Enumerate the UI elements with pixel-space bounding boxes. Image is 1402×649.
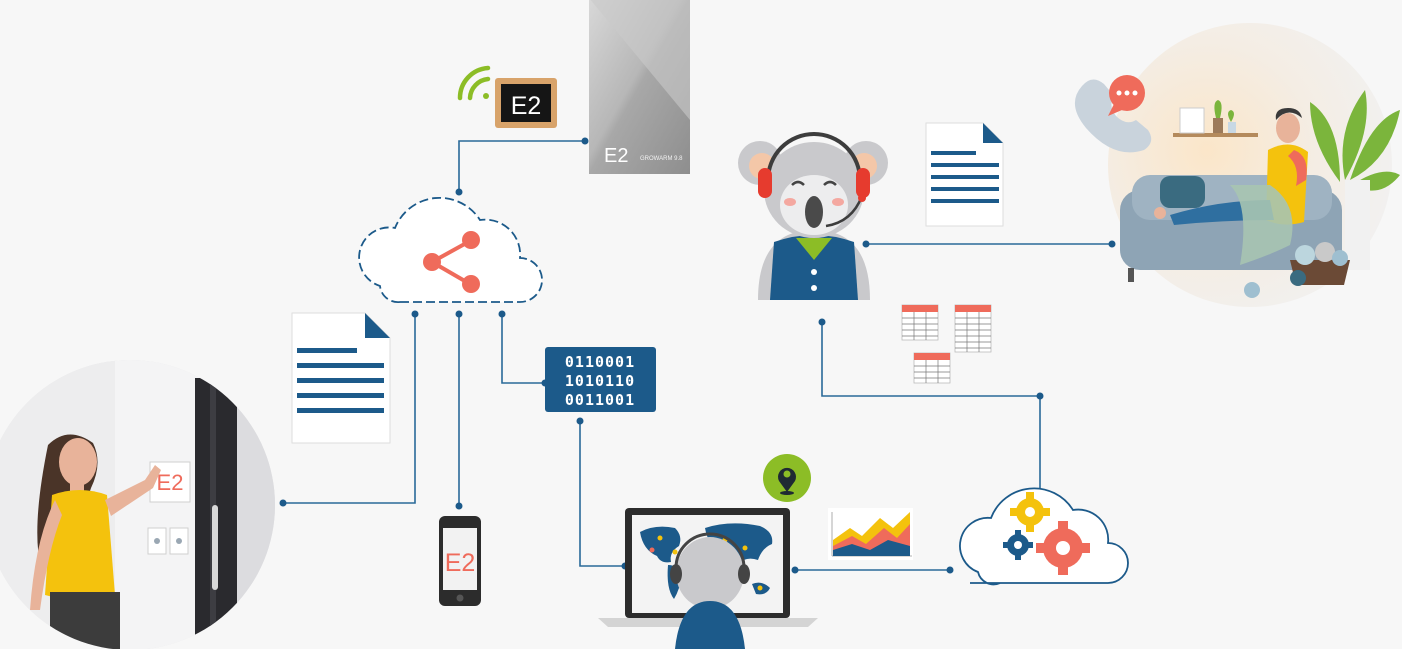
plant xyxy=(1310,90,1400,191)
phone-label: E2 xyxy=(445,549,476,577)
tablet-label: E2 xyxy=(511,92,542,120)
document-icon xyxy=(925,122,1004,227)
binary-data-icon: 0110001 1010110 0011001 xyxy=(545,347,656,412)
yarn-basket xyxy=(1244,242,1350,298)
share-icon xyxy=(423,231,480,293)
spreadsheet-icons xyxy=(901,304,992,384)
binary-line-1: 0110001 xyxy=(565,353,635,371)
cabinet-brand: GROWARM 9.8 xyxy=(640,156,683,162)
spreadsheet-icon xyxy=(901,304,939,341)
phone-handset-icon xyxy=(1074,79,1152,153)
chat-bubble-icon xyxy=(1108,75,1145,116)
woman-knitting xyxy=(1154,108,1308,265)
customer-scene xyxy=(1074,23,1400,307)
wifi-icon xyxy=(457,65,491,101)
document-icon xyxy=(291,312,391,444)
server-cabinet: E2 GROWARM 9.8 xyxy=(589,0,690,174)
line-cabinet-to-cloud xyxy=(458,140,585,192)
door-panel-label: E2 xyxy=(157,470,184,495)
phone-icon: E2 xyxy=(439,516,481,606)
koala-support-agent xyxy=(738,132,888,300)
door-scene: E2 xyxy=(0,360,275,649)
line-gears-to-agent xyxy=(821,322,1041,505)
spreadsheet-icon xyxy=(954,304,992,353)
line-door-to-cloud xyxy=(283,314,416,504)
gears-icon xyxy=(1003,492,1090,575)
spreadsheet-icon xyxy=(913,352,951,384)
area-chart-icon xyxy=(828,508,913,560)
location-pin-icon xyxy=(763,454,811,502)
cloud-gears xyxy=(959,487,1129,586)
connection-lines xyxy=(283,140,1112,571)
laptop-map xyxy=(598,508,818,649)
line-binary-to-laptop xyxy=(579,421,625,567)
cabinet-label: E2 xyxy=(604,145,628,167)
wall-tablet: E2 xyxy=(495,78,557,128)
cloud-share xyxy=(358,196,543,303)
koala-back-figure xyxy=(670,532,750,649)
line-cloud-to-binary xyxy=(501,314,545,384)
binary-line-2: 1010110 xyxy=(565,372,635,390)
binary-line-3: 0011001 xyxy=(565,391,635,409)
